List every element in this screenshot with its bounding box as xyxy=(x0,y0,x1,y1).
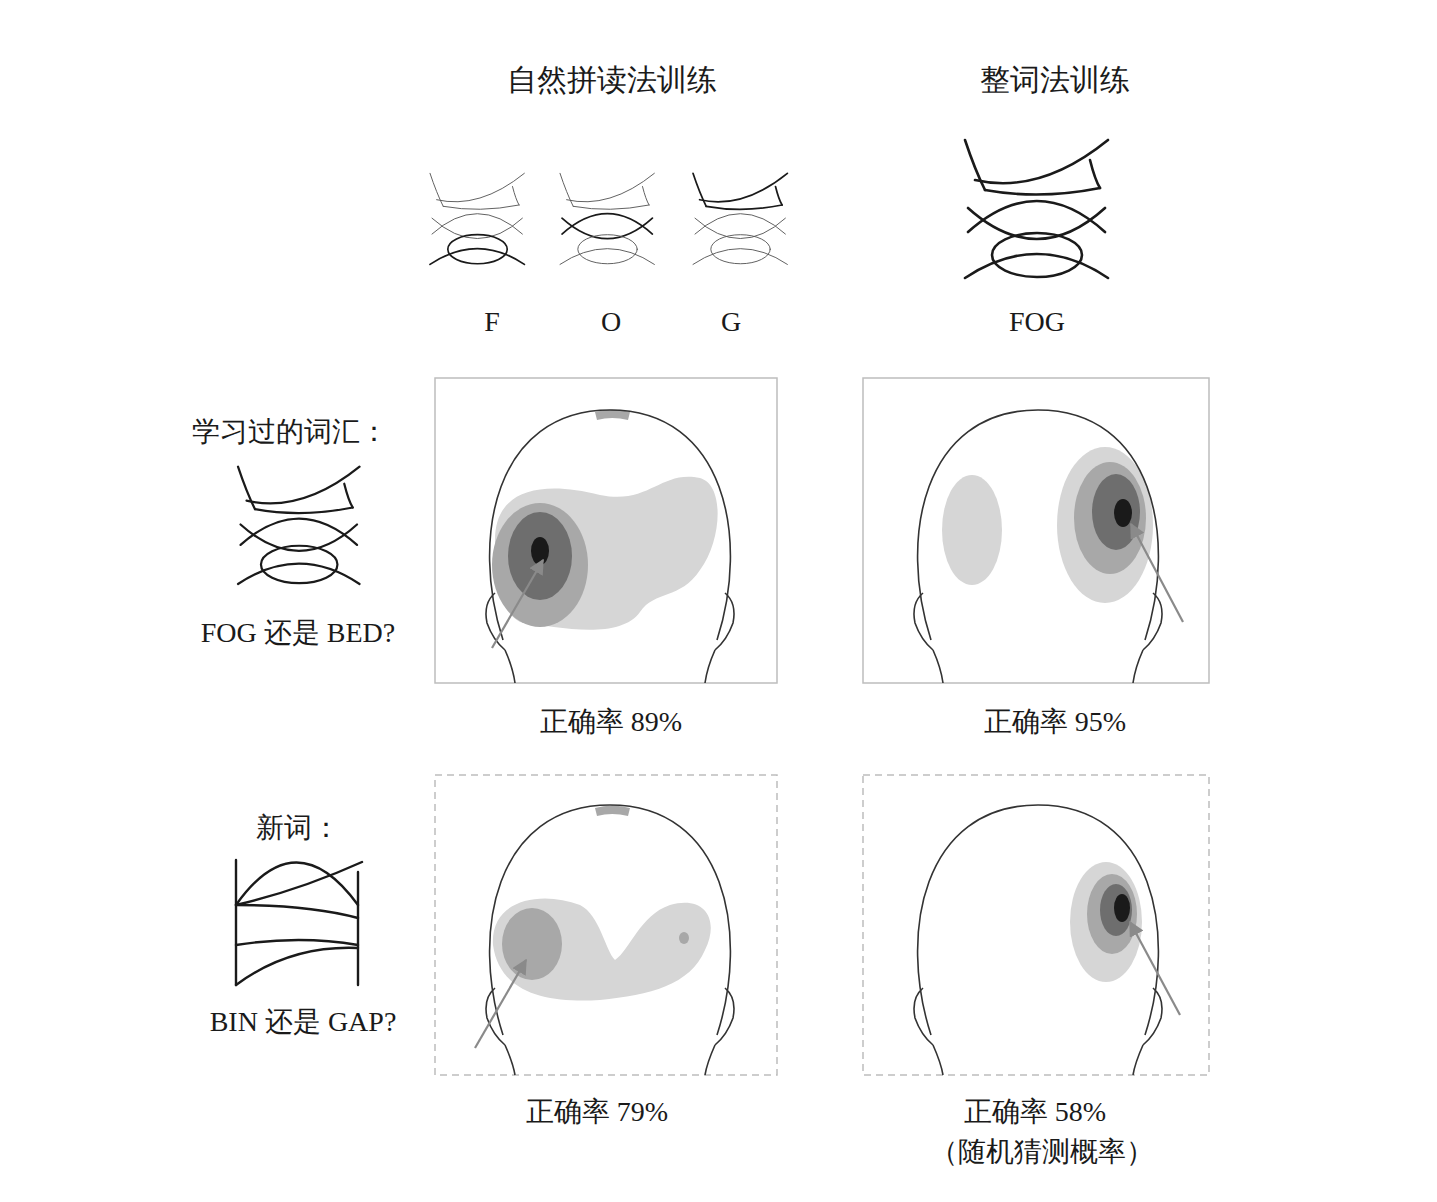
note-label: （随机猜测概率） xyxy=(930,1135,1154,1169)
glyph-fog xyxy=(965,140,1108,278)
question-label: FOG 还是 BED? xyxy=(201,616,395,650)
row-label: 学习过的词汇： xyxy=(192,415,388,449)
brain-map xyxy=(914,805,1180,1075)
accuracy-label: 正确率 95% xyxy=(984,705,1126,739)
glyph-f xyxy=(430,173,524,264)
accuracy-label: 正确率 58% xyxy=(964,1095,1106,1129)
column-heading: 整词法训练 xyxy=(980,62,1130,98)
brain-map xyxy=(475,805,734,1075)
panel-frame xyxy=(863,378,1209,683)
panel-frame xyxy=(435,775,777,1075)
question-label: BIN 还是 GAP? xyxy=(210,1005,397,1039)
accuracy-label: 正确率 79% xyxy=(526,1095,668,1129)
letter-label: O xyxy=(601,305,621,339)
column-heading: 自然拼读法训练 xyxy=(507,62,717,98)
word-label: FOG xyxy=(1009,305,1065,339)
brain-map xyxy=(914,410,1183,683)
brain-map xyxy=(486,410,734,684)
row-label: 新词： xyxy=(256,811,340,845)
glyph-learned xyxy=(238,467,360,584)
letter-label: F xyxy=(484,305,500,339)
panel-frame xyxy=(435,378,777,683)
panel-frame xyxy=(863,775,1209,1075)
glyph-new xyxy=(236,860,362,985)
accuracy-label: 正确率 89% xyxy=(540,705,682,739)
letter-label: G xyxy=(721,305,741,339)
glyph-o xyxy=(560,173,654,264)
glyph-g xyxy=(693,173,787,264)
